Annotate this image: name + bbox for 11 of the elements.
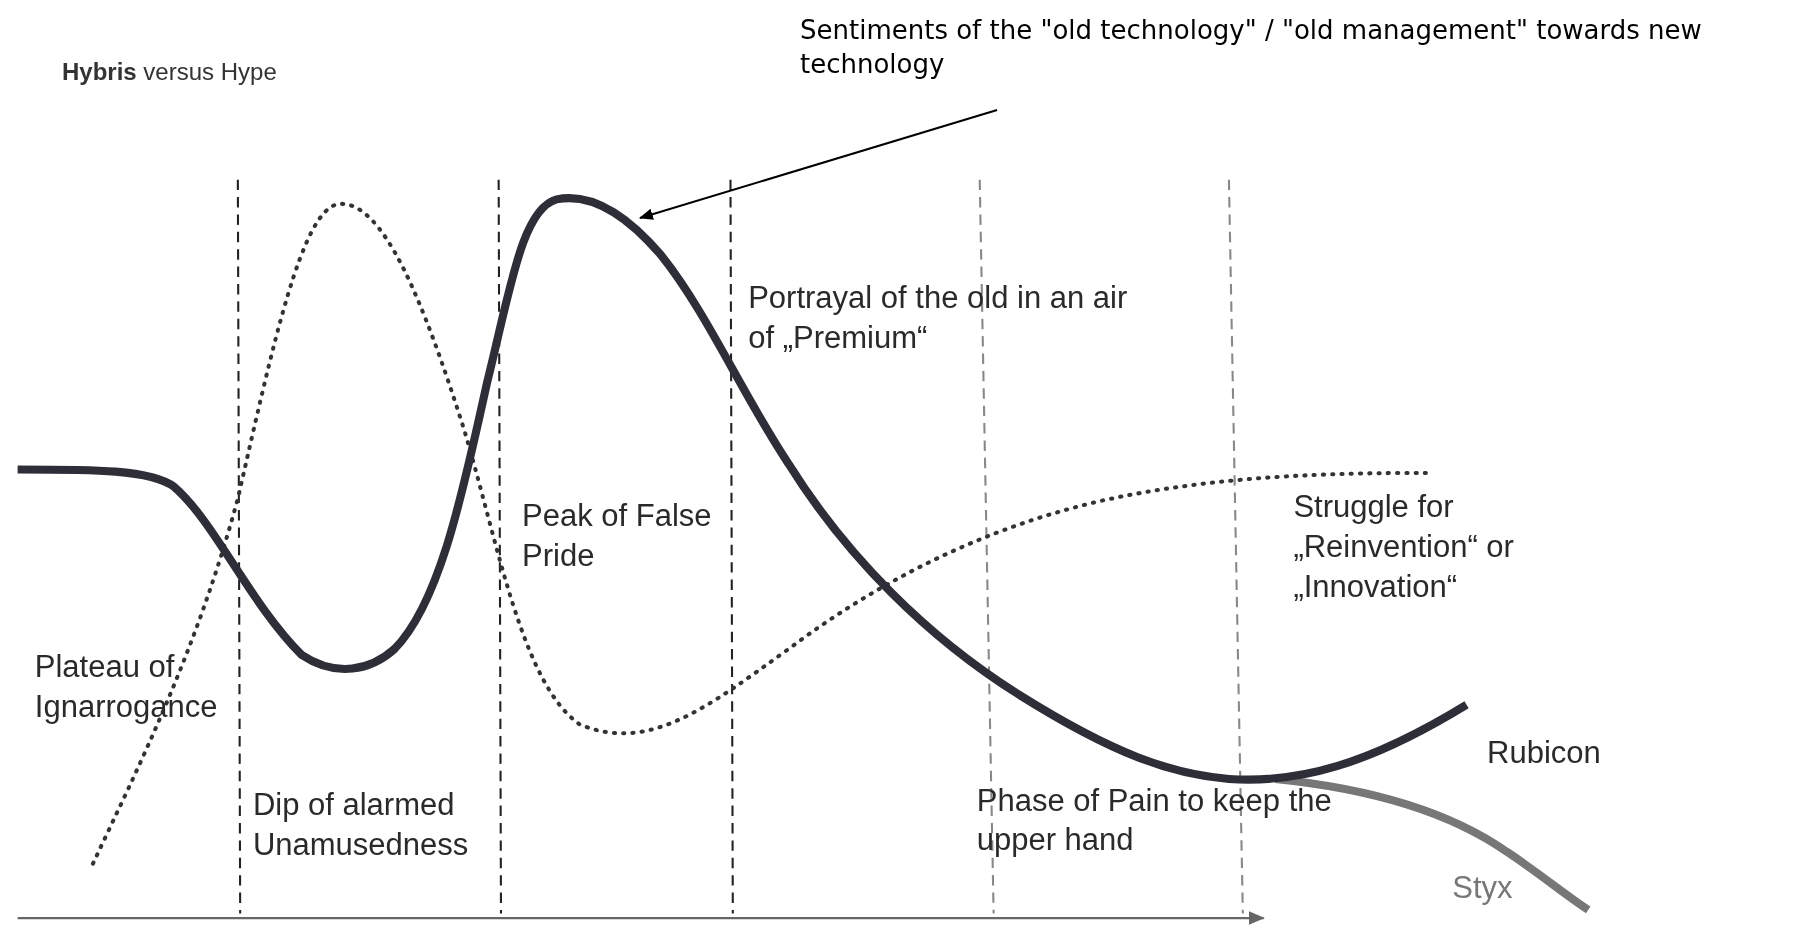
phase-label: Dip of alarmed Unamusedness bbox=[252, 786, 470, 864]
phase-label: Struggle for „Reinvention“ or „Innovation“ bbox=[1293, 488, 1515, 606]
outcome-label: Rubicon bbox=[1487, 734, 1602, 773]
leader-arrow bbox=[638, 109, 998, 220]
annotation-text: Sentiments of the "old technology" / "old management" towards new technology bbox=[800, 14, 1800, 82]
phase-label: Peak of False Pride bbox=[522, 497, 713, 576]
phase-label: Portrayal of the old in an air of „Premium“ bbox=[748, 279, 1129, 358]
outcome-label: Styx bbox=[1452, 868, 1514, 907]
phase-label: Plateau of Ignarrogance bbox=[34, 648, 219, 726]
chart-title: Hybris versus Hype bbox=[62, 58, 277, 86]
phase-label: Phase of Pain to keep the upper hand bbox=[976, 781, 1333, 860]
